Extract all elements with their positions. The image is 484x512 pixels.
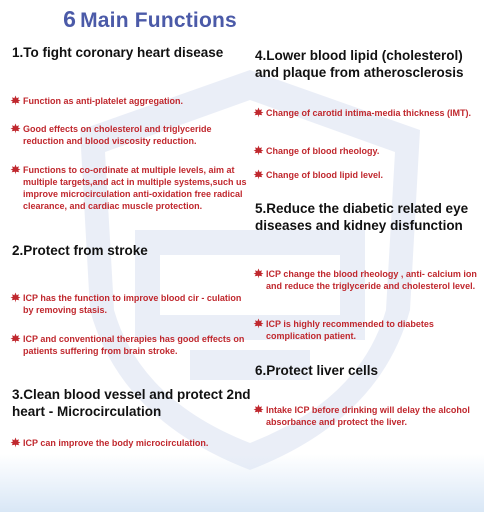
section-2-item-1: ICP has the function to improve blood ci… xyxy=(10,292,248,316)
section-4-item-3: Change of blood lipid level. xyxy=(253,169,476,181)
section-5-item-1: ICP change the blood rheology , anti- ca… xyxy=(253,268,481,292)
maple-leaf-icon xyxy=(10,292,21,303)
shield-logo-watermark xyxy=(80,70,420,470)
section-5-heading: 5.Reduce the diabetic related eye diseas… xyxy=(255,201,469,233)
section-5-item-2: ICP is highly recommended to diabetes co… xyxy=(253,318,481,342)
maple-leaf-icon xyxy=(253,145,264,156)
maple-leaf-icon xyxy=(253,268,264,279)
section-1-item-3: Functions to co-ordinate at multiple lev… xyxy=(10,164,253,212)
section-6-item-1: Intake ICP before drinking will delay th… xyxy=(253,404,481,428)
maple-leaf-icon xyxy=(10,437,21,448)
maple-leaf-icon xyxy=(253,107,264,118)
section-6-heading: 6.Protect liver cells xyxy=(255,363,379,378)
maple-leaf-icon xyxy=(253,169,264,180)
section-1-item-1: Function as anti-platelet aggregation. xyxy=(10,95,248,107)
bottom-gradient-band xyxy=(0,454,484,512)
section-4-heading: 4.Lower blood lipid (cholesterol) and pl… xyxy=(255,48,464,80)
maple-leaf-icon xyxy=(10,95,21,106)
section-3-item-1: ICP can improve the body microcirculatio… xyxy=(10,437,258,449)
title-text: Main Functions xyxy=(80,9,237,32)
maple-leaf-icon xyxy=(10,333,21,344)
section-4-item-2: Change of blood rheology. xyxy=(253,145,476,157)
section-1-heading: 1.To fight coronary heart disease xyxy=(12,45,224,60)
maple-leaf-icon xyxy=(253,318,264,329)
section-1-item-2: Good effects on cholesterol and triglyce… xyxy=(10,123,248,147)
section-4-item-1: Change of carotid intima-media thickness… xyxy=(253,107,476,119)
title-number: 6 xyxy=(63,6,77,32)
section-3-heading: 3.Clean blood vessel and protect 2nd hea… xyxy=(12,387,251,419)
section-2-heading: 2.Protect from stroke xyxy=(12,243,148,258)
maple-leaf-icon xyxy=(253,404,264,415)
maple-leaf-icon xyxy=(10,164,21,175)
maple-leaf-icon xyxy=(10,123,21,134)
section-2-item-2: ICP and conventional therapies has good … xyxy=(10,333,248,357)
